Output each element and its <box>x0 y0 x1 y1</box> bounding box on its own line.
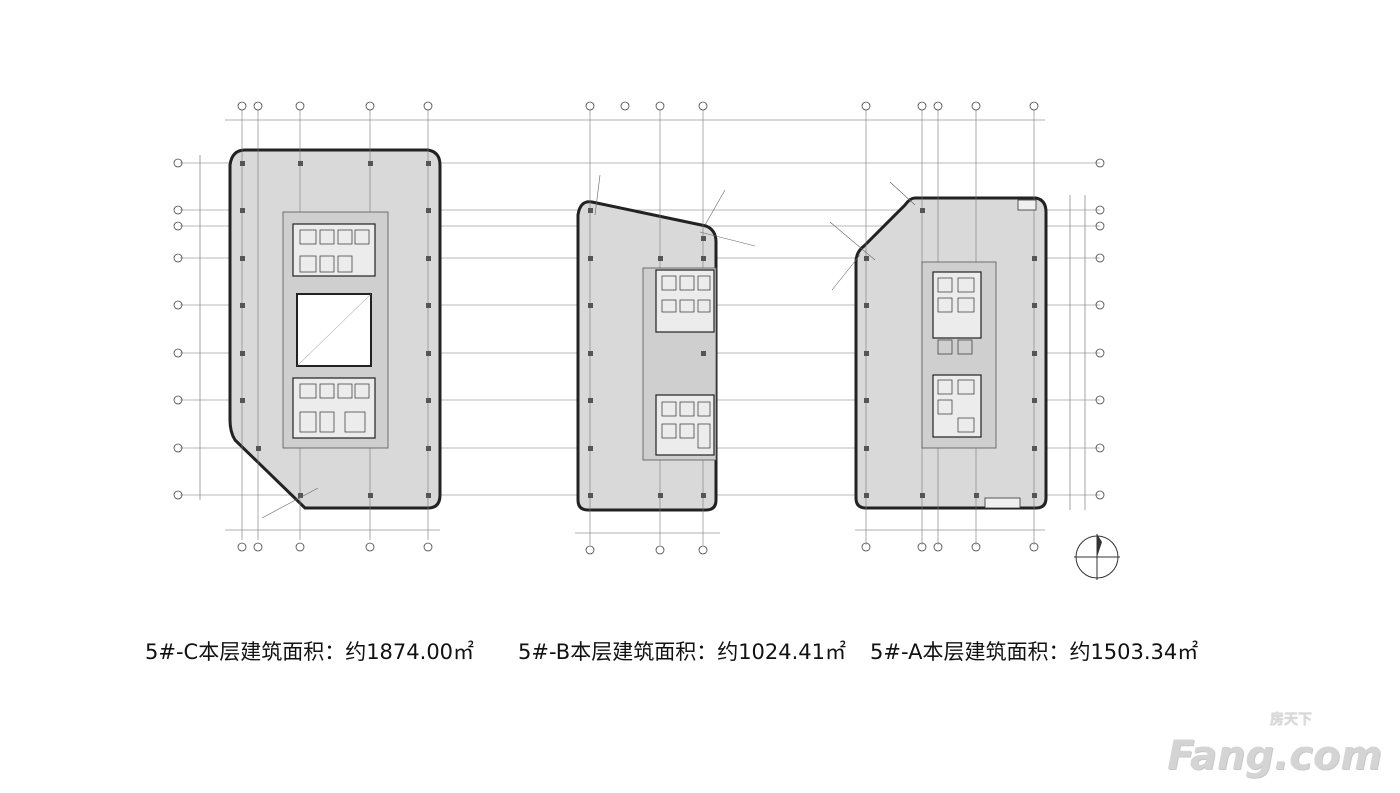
building-a-plan <box>829 110 1048 545</box>
building-a-area-caption: 5#-A本层建筑面积：约1503.34㎡ <box>870 640 1199 664</box>
watermark-english: Fang.com <box>1167 733 1382 779</box>
building-b-plan <box>576 110 756 545</box>
dimension-lines <box>199 119 1086 534</box>
building-c-area-caption: 5#-C本层建筑面积：约1874.00㎡ <box>145 640 475 664</box>
axis-bubbles <box>173 101 1105 555</box>
watermark-logo: 房天下 Fang.com <box>1167 709 1382 779</box>
building-b-area-caption: 5#-B本层建筑面积：约1024.41㎡ <box>518 640 847 664</box>
compass-icon <box>1074 534 1120 580</box>
building-c-plan <box>228 110 442 540</box>
watermark-chinese: 房天下 <box>1270 712 1312 728</box>
